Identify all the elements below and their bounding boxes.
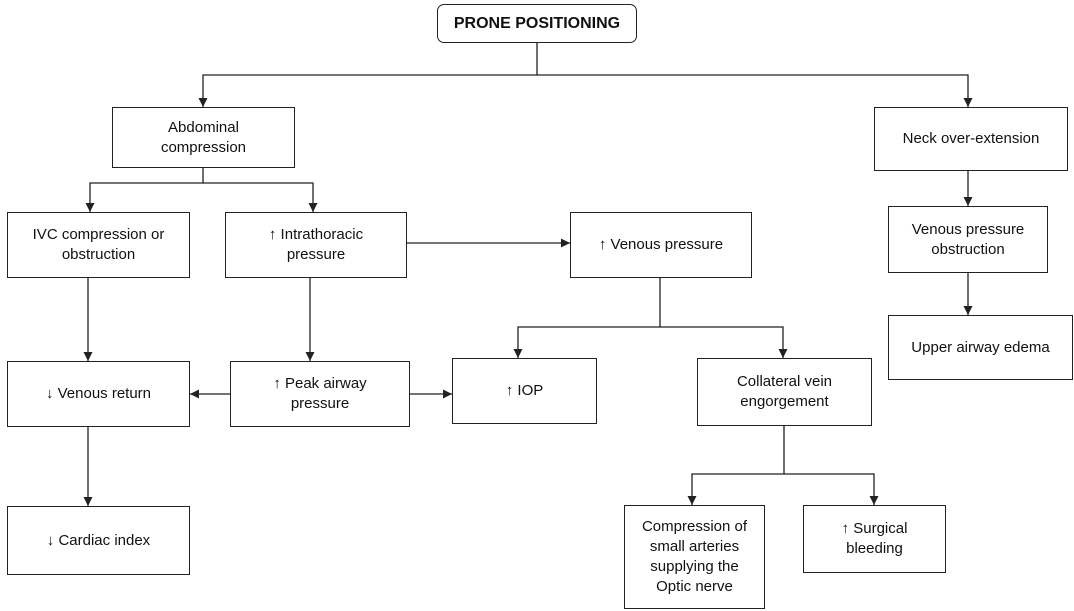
node-collateral-vein-engorgement: Collateral vein engorgement bbox=[697, 358, 872, 426]
connector-collateral-split bbox=[687, 426, 785, 505]
connector-abdominal-to-intrathoracic bbox=[203, 182, 318, 212]
node-iop: ↑ IOP bbox=[452, 358, 597, 424]
node-venous-pressure-obstruction: Venous pressure obstruction bbox=[888, 206, 1048, 273]
node-ivc-compression: IVC compression or obstruction bbox=[7, 212, 190, 278]
node-venous-pressure: ↑ Venous pressure bbox=[570, 212, 752, 278]
node-compression-small-arteries: Compression of small arteries supplying … bbox=[624, 505, 765, 609]
connector-root-split bbox=[198, 43, 538, 107]
connector-venous-pressure-to-collateral bbox=[660, 326, 788, 358]
connector-venous-pressure-split bbox=[513, 278, 661, 358]
connector-collateral-to-surgical bbox=[784, 473, 879, 505]
node-intrathoracic-pressure: ↑ Intrathoracic pressure bbox=[225, 212, 407, 278]
connector-abdominal-to-ivc bbox=[85, 168, 204, 212]
node-abdominal-compression: Abdominal compression bbox=[112, 107, 295, 168]
node-peak-airway-pressure: ↑ Peak airway pressure bbox=[230, 361, 410, 427]
node-venous-return: ↓ Venous return bbox=[7, 361, 190, 427]
node-cardiac-index: ↓ Cardiac index bbox=[7, 506, 190, 575]
node-neck-over-extension: Neck over-extension bbox=[874, 107, 1068, 171]
node-surgical-bleeding: ↑ Surgical bleeding bbox=[803, 505, 946, 573]
connector-root-to-neck bbox=[537, 74, 973, 107]
node-prone-positioning: PRONE POSITIONING bbox=[437, 4, 637, 43]
node-upper-airway-edema: Upper airway edema bbox=[888, 315, 1073, 380]
